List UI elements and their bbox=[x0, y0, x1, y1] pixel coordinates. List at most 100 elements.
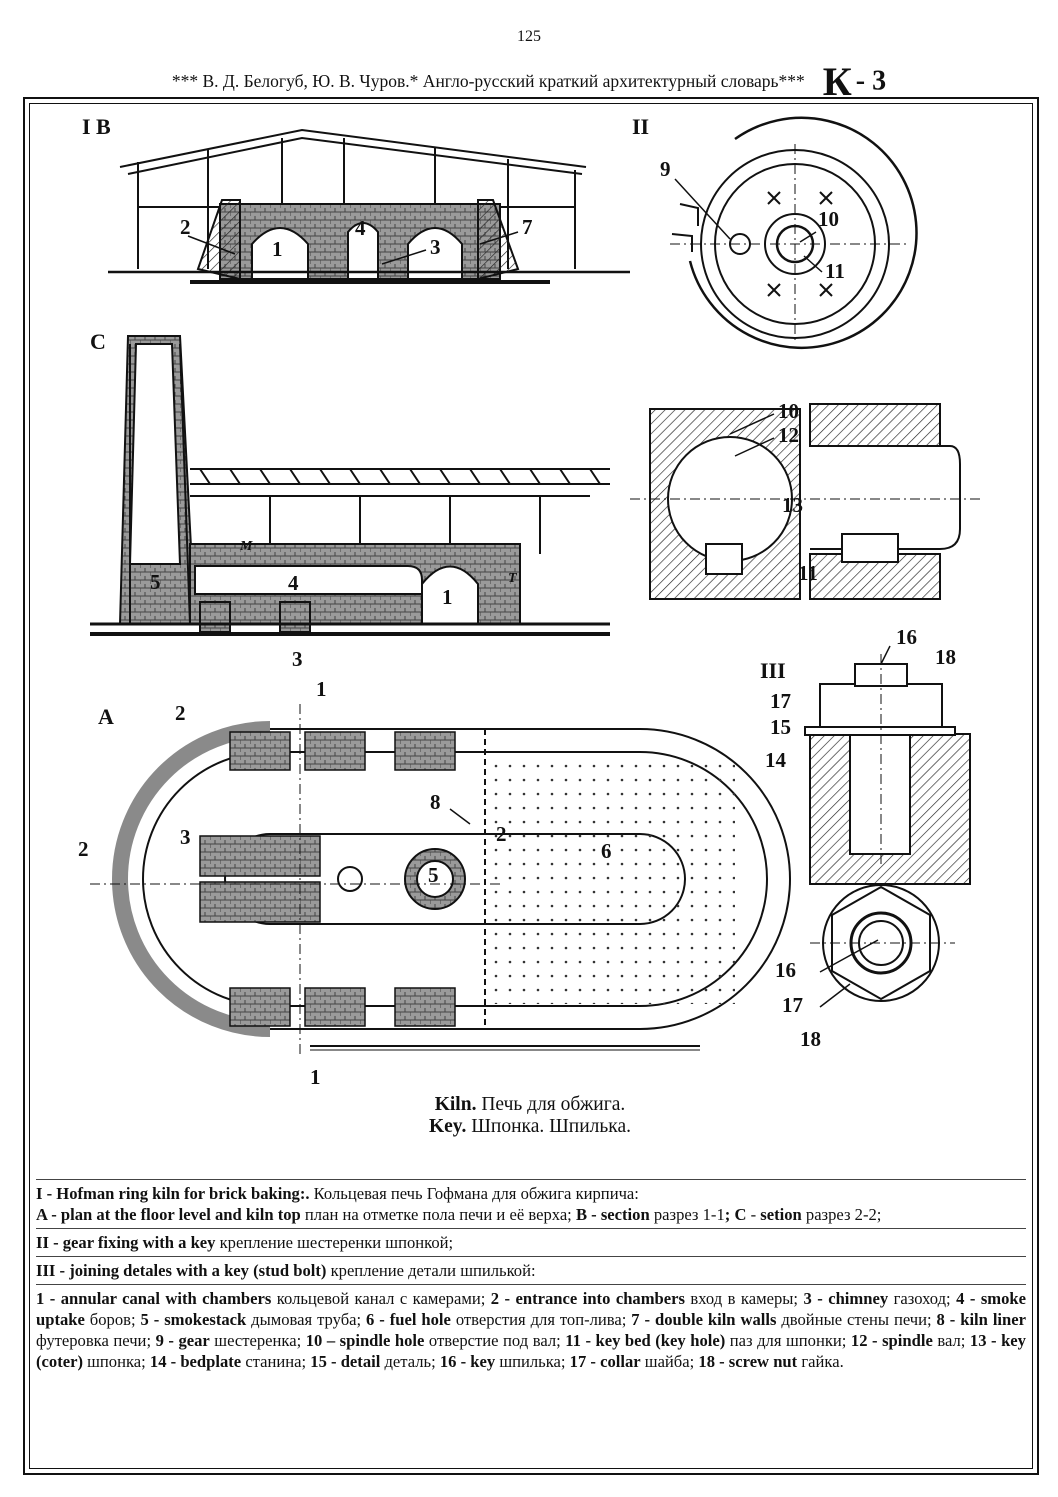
legend-item-13-en: 13 - key (coter) bbox=[36, 1331, 1026, 1371]
legend-part-i-en: I - Hofman ring kiln for brick baking:. bbox=[36, 1184, 310, 1203]
callout-labels: 1 2 3 4 7 5 4 1 3 M T 2 1 2 3 8 2 5 6 1 … bbox=[78, 157, 956, 1084]
section-c-drawing bbox=[90, 335, 610, 636]
legend-item-1-ru: кольцевой канал с камерами; bbox=[271, 1289, 491, 1308]
legend-part-iii: III - joining detales with a key (stud b… bbox=[36, 1260, 1026, 1281]
page-frame-inner bbox=[29, 103, 1033, 1469]
figure-caption: Kiln. Печь для обжига. Key. Шпонка. Шпил… bbox=[30, 1094, 1030, 1138]
kiln-key-figure: I B C A II III 1 2 3 4 7 5 4 1 3 M T 2 1… bbox=[30, 104, 1030, 1084]
legend-item-15-en: 15 - detail bbox=[310, 1352, 381, 1371]
legend-item-9-en: 9 - gear bbox=[155, 1331, 210, 1350]
page-number: 125 bbox=[517, 28, 541, 45]
running-header: *** В. Д. Белогуб, Ю. В. Чуров.* Англо-р… bbox=[0, 58, 1058, 105]
callout-18-bolt: 18 bbox=[935, 645, 956, 669]
callout-1-section-c: 1 bbox=[442, 585, 453, 609]
legend-item-5-en: 5 - smokestack bbox=[140, 1310, 247, 1329]
callout-6-plan: 6 bbox=[601, 839, 612, 863]
legend-item-17-ru: шайба; bbox=[640, 1352, 699, 1371]
legend-section-b-en: B - section bbox=[575, 1205, 650, 1224]
leader-lines bbox=[187, 178, 891, 1008]
legend-part-iii-en: III - joining detales with a key (stud b… bbox=[36, 1261, 327, 1280]
legend-item-12-ru: вал; bbox=[932, 1331, 970, 1350]
legend-item-7-en: 7 - double kiln walls bbox=[631, 1310, 777, 1329]
legend-sections: A - plan at the floor level and kiln top… bbox=[36, 1204, 1026, 1225]
callout-7-section-b: 7 bbox=[522, 215, 533, 239]
label-panel-a: A bbox=[98, 704, 114, 729]
legend-section-b-ru: разрез 1-1 bbox=[649, 1205, 725, 1224]
legend-item-13-ru: шпонка; bbox=[82, 1352, 150, 1371]
legend-item-11-en: 11 - key bed (key hole) bbox=[565, 1331, 726, 1350]
legend-section-a-ru: план на отметке пола печи и её верха; bbox=[300, 1205, 576, 1224]
legend-divider-top bbox=[36, 1179, 1026, 1180]
gear-drawing bbox=[670, 116, 918, 350]
callout-18-nut: 18 bbox=[800, 1027, 821, 1051]
legend-item-16-ru: шпилька; bbox=[495, 1352, 570, 1371]
label-panel-ib: I B bbox=[82, 114, 111, 139]
legend-item-8-en: 8 - kiln liner bbox=[936, 1310, 1027, 1329]
callout-5-plan: 5 bbox=[428, 863, 439, 887]
callout-2-plan-left: 2 bbox=[78, 837, 89, 861]
legend-item-6-ru: отверстия для топ-лива; bbox=[450, 1310, 632, 1329]
callout-13-key: 13 bbox=[782, 493, 803, 517]
legend-part-ii-ru: крепление шестеренки шпонкой; bbox=[215, 1233, 454, 1252]
key-section-drawing bbox=[630, 403, 980, 600]
legend-part-ii-en: II - gear fixing with a key bbox=[36, 1233, 216, 1252]
caption-line-kiln: Kiln. Печь для обжига. bbox=[30, 1094, 1030, 1116]
figure-drawing: I B C A II III 1 2 3 4 7 5 4 1 3 M T 2 1… bbox=[78, 114, 980, 1084]
plan-a-drawing bbox=[90, 704, 791, 1054]
legend-item-17-en: 17 - collar bbox=[569, 1352, 641, 1371]
legend-divider-3 bbox=[36, 1256, 1026, 1257]
caption-term-key: Key. bbox=[428, 1116, 467, 1137]
callout-17-nut: 17 bbox=[782, 993, 803, 1017]
callout-12-key: 12 bbox=[778, 423, 799, 447]
legend-item-10-en: 10 – spindle hole bbox=[305, 1331, 425, 1350]
label-panel-c: C bbox=[90, 329, 106, 354]
legend-part-iii-ru: крепление детали шпилькой: bbox=[326, 1261, 536, 1280]
legend-section-c-dash: - bbox=[746, 1205, 761, 1224]
legend-item-4-en: 4 - smoke uptake bbox=[36, 1289, 1027, 1329]
legend: I - Hofman ring kiln for brick baking:. … bbox=[36, 1176, 1026, 1372]
label-panel-ii: II bbox=[632, 114, 649, 139]
callout-3-plan: 3 bbox=[180, 825, 191, 849]
legend-section-a-en: A - plan at the floor level and kiln top bbox=[36, 1205, 301, 1224]
callout-3-section-b: 3 bbox=[430, 235, 441, 259]
legend-item-3-en: 3 - chimney bbox=[803, 1289, 889, 1308]
callout-t-section-c: T bbox=[508, 571, 518, 586]
callout-m-section-c: M bbox=[239, 539, 253, 554]
legend-item-15-ru: деталь; bbox=[380, 1352, 440, 1371]
legend-item-2-en: 2 - entrance into chambers bbox=[490, 1289, 685, 1308]
callout-2-plan-right: 2 bbox=[496, 822, 507, 846]
callout-2-plan-top: 2 bbox=[175, 701, 186, 725]
caption-ru-kiln: Печь для обжига. bbox=[481, 1094, 626, 1115]
callout-1-plan-top: 1 bbox=[316, 677, 327, 701]
legend-divider-4 bbox=[36, 1284, 1026, 1285]
legend-item-9-ru: шестеренка; bbox=[209, 1331, 306, 1350]
callout-14-bolt: 14 bbox=[765, 748, 787, 772]
header-runner: *** В. Д. Белогуб, Ю. В. Чуров.* Англо-р… bbox=[171, 71, 805, 91]
callout-8-plan: 8 bbox=[430, 790, 441, 814]
legend-item-3-ru: газоход; bbox=[888, 1289, 957, 1308]
callout-1-plan-bottom: 1 bbox=[310, 1065, 321, 1084]
legend-item-8-ru: футеровка печи; bbox=[36, 1331, 156, 1350]
callout-16-bolt: 16 bbox=[896, 625, 917, 649]
callout-15-bolt: 15 bbox=[770, 715, 791, 739]
legend-items: 1 - annular canal with chambers кольцево… bbox=[36, 1288, 1026, 1372]
legend-part-i: I - Hofman ring kiln for brick baking:. … bbox=[36, 1183, 1026, 1204]
legend-item-2-ru: вход в камеры; bbox=[684, 1289, 804, 1308]
legend-item-16-en: 16 - key bbox=[439, 1352, 496, 1371]
callout-3-section-c: 3 bbox=[292, 647, 303, 671]
header-letter-suffix: - 3 bbox=[855, 65, 887, 97]
legend-item-18-en: 18 - screw nut bbox=[698, 1352, 798, 1371]
callout-9-gear: 9 bbox=[660, 157, 671, 181]
legend-part-i-ru: Кольцевая печь Гофмана для обжига кирпич… bbox=[309, 1184, 639, 1203]
callout-2-section-b: 2 bbox=[180, 215, 191, 239]
callout-4-section-b: 4 bbox=[355, 216, 366, 240]
callout-1-section-b: 1 bbox=[272, 237, 283, 261]
callout-5-section-c: 5 bbox=[150, 570, 161, 594]
legend-item-14-en: 14 - bedplate bbox=[149, 1352, 242, 1371]
legend-item-11-ru: паз для шпонки; bbox=[725, 1331, 851, 1350]
callout-11-key: 11 bbox=[798, 561, 818, 585]
legend-section-c-en: ; C bbox=[724, 1205, 747, 1224]
callout-10-key: 10 bbox=[778, 399, 799, 423]
legend-item-6-en: 6 - fuel hole bbox=[366, 1310, 451, 1329]
legend-section-c-ru: разрез 2-2; bbox=[801, 1205, 882, 1224]
